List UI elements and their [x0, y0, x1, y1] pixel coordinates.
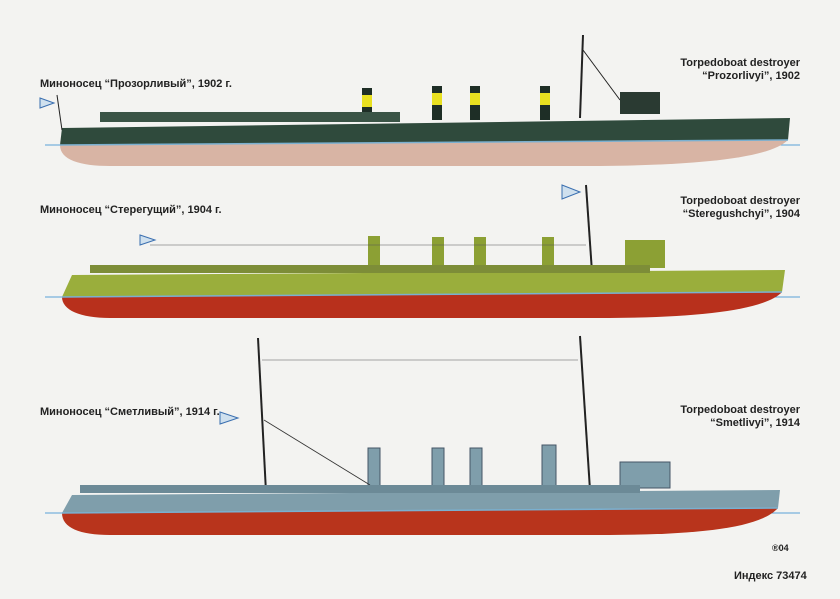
ship2-label-en-line1: Torpedoboat destroyer	[680, 195, 800, 207]
artist-signature: ®04	[772, 543, 789, 553]
ship1-label-en-line1: Torpedoboat destroyer	[680, 57, 800, 69]
ship-steregushchyi	[45, 184, 800, 318]
ship3-label-en-line1: Torpedoboat destroyer	[680, 404, 800, 416]
ship-prozorlivyi	[39, 34, 800, 166]
ship1-label-en-line2: “Prozorlivyi”, 1902	[702, 70, 800, 82]
ship1-label-ru: Миноносец “Прозорливый”, 1902 г.	[40, 78, 232, 90]
index-label: Индекс 73474	[734, 570, 807, 582]
ship-smetlivyi	[45, 335, 800, 535]
ship2-label-ru: Миноносец “Стерегущий”, 1904 г.	[40, 204, 222, 216]
ship3-label-en: Torpedoboat destroyer “Smetlivyi”, 1914	[680, 404, 800, 430]
ship2-label-en: Torpedoboat destroyer “Steregushchyi”, 1…	[680, 195, 800, 221]
ship3-label-ru: Миноносец “Сметливый”, 1914 г.	[40, 406, 220, 418]
ship1-label-en: Torpedoboat destroyer “Prozorlivyi”, 190…	[680, 57, 800, 83]
ship3-label-en-line2: “Smetlivyi”, 1914	[710, 417, 800, 429]
ship2-label-en-line2: “Steregushchyi”, 1904	[682, 208, 800, 220]
